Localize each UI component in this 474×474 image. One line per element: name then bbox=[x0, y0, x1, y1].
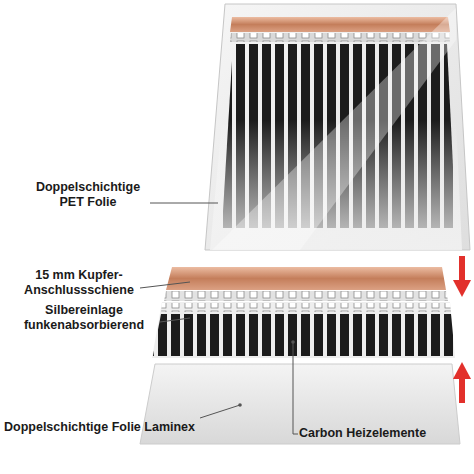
callout-label: 15 mm Kupfer- Anschlussschiene bbox=[4, 268, 154, 298]
arrow-shaft bbox=[459, 377, 465, 403]
leader-line bbox=[140, 282, 190, 288]
leader-dot bbox=[238, 403, 242, 407]
leader-line bbox=[150, 203, 218, 204]
leader-line bbox=[293, 342, 298, 434]
silver-squares bbox=[161, 303, 451, 312]
arrow-shaft bbox=[459, 256, 465, 282]
copper-strip bbox=[166, 267, 446, 290]
silver-strip bbox=[164, 291, 448, 301]
arrow-head bbox=[453, 362, 471, 379]
leader-dot bbox=[291, 340, 295, 344]
silver-squares bbox=[164, 291, 448, 301]
silver-strip bbox=[230, 33, 450, 42]
leader-line bbox=[160, 318, 190, 322]
callout-label: Doppelschichtige PET Folie bbox=[24, 180, 152, 210]
leader-line bbox=[200, 405, 240, 418]
arrow-head bbox=[453, 280, 471, 297]
pet-sheet bbox=[205, 4, 470, 250]
callout-label: Doppelschichtige Folie Laminex bbox=[4, 420, 234, 435]
copper-strip bbox=[230, 17, 450, 32]
callout-label: Silbereinlage funkenabsorbierend bbox=[4, 303, 164, 333]
carbon-layer bbox=[152, 302, 455, 358]
carbon-stripes bbox=[153, 314, 455, 356]
silver-squares bbox=[230, 33, 450, 42]
glass-highlight bbox=[212, 8, 456, 250]
callout-label: Carbon Heizelemente bbox=[299, 426, 469, 441]
